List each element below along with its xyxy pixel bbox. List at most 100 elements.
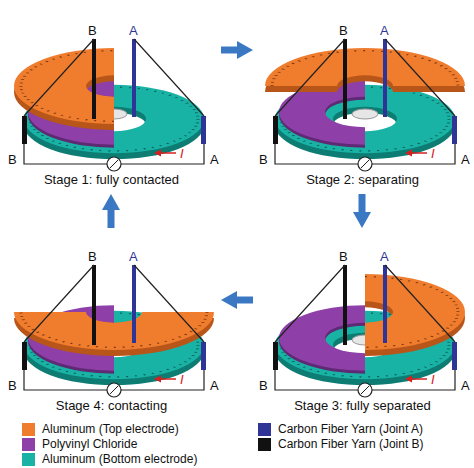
joint-b-yarn (343, 39, 347, 119)
joint-b-yarn (343, 265, 347, 345)
legend-text: Aluminum (Top electrode) (42, 422, 179, 436)
joint-a-yarn (383, 39, 387, 117)
wire (275, 39, 455, 164)
legend-text: Carbon Fiber Yarn (Joint B) (278, 437, 424, 451)
rivet-row (272, 51, 458, 86)
pvc-layer (279, 305, 365, 370)
terminal-label: A (129, 247, 138, 265)
ammeter-needle (110, 386, 118, 394)
brush-b (273, 342, 278, 370)
legend-swatch (258, 438, 271, 451)
ammeter-needle (361, 160, 369, 168)
top-electrode (14, 312, 214, 350)
joint-label: A (210, 152, 219, 167)
stage-panel: Stage 1: fully contacted (4, 4, 219, 192)
terminal-label: B (259, 150, 268, 168)
legend-swatch (22, 453, 35, 466)
current-label: I (431, 372, 435, 387)
ammeter-needle (361, 386, 369, 394)
process-arrow (108, 210, 115, 228)
legend-swatch (22, 423, 35, 436)
terminal-label: B (8, 376, 17, 394)
current-arrow (159, 378, 176, 380)
stage-caption: Stage 2: separating (306, 172, 419, 187)
joint-b-yarn (92, 265, 96, 345)
stage-illustration (14, 265, 214, 397)
current-label: I (180, 372, 184, 387)
current-arrowhead (154, 376, 161, 383)
legend-swatch (22, 438, 35, 451)
current-arrow (159, 152, 176, 154)
joint-label: A (461, 378, 470, 393)
terminal-label: A (380, 21, 389, 39)
terminal-label: A (461, 376, 470, 394)
legend-text: Aluminum (Bottom electrode) (42, 452, 197, 466)
stage-illustration (273, 265, 465, 397)
legend-entry: Carbon Fiber Yarn (Joint A) (258, 422, 423, 436)
joint-label: A (380, 249, 389, 264)
joint-label: A (380, 23, 389, 38)
legend-swatch (258, 423, 271, 436)
process-arrow (359, 194, 366, 212)
joint-label: B (88, 249, 97, 264)
terminal-label: A (461, 150, 470, 168)
stage-caption: Stage 1: fully contacted (44, 172, 179, 187)
terminal-label: I (180, 144, 184, 162)
legend-entry: Aluminum (Bottom electrode) (22, 452, 197, 466)
joint-label: B (259, 378, 268, 393)
terminal-label: B (8, 150, 17, 168)
joint-label: B (8, 152, 17, 167)
joint-a-yarn (132, 39, 136, 117)
hub (352, 109, 378, 119)
top-electrode (265, 48, 465, 86)
current-arrowhead (405, 150, 412, 157)
terminal-label: I (431, 370, 435, 388)
legend-entry: Polyvinyl Chloride (22, 437, 137, 451)
terminal-label: B (259, 376, 268, 394)
terminal-label: B (339, 21, 348, 39)
legend-text: Polyvinyl Chloride (42, 437, 137, 451)
ammeter-symbol (358, 383, 372, 397)
rivet-row (21, 312, 207, 347)
ammeter-symbol (107, 383, 121, 397)
legend-entry: Carbon Fiber Yarn (Joint B) (258, 437, 424, 451)
wire (275, 265, 455, 390)
terminal-label: I (431, 144, 435, 162)
stage-panel: Stage 4: contacting (4, 230, 219, 418)
brush-a (452, 342, 457, 370)
terminal-label: B (88, 247, 97, 265)
joint-label: B (339, 23, 348, 38)
joint-a-yarn (132, 265, 136, 343)
brush-a (452, 116, 457, 144)
current-arrowhead (405, 376, 412, 383)
process-arrow (221, 47, 237, 54)
joint-label: A (129, 23, 138, 38)
terminal-label: B (339, 247, 348, 265)
terminal-label: A (210, 150, 219, 168)
brush-b (22, 342, 27, 370)
joint-label: A (129, 249, 138, 264)
stage-caption: Stage 3: fully separated (294, 398, 431, 413)
stage-panel: Stage 3: fully separated (255, 230, 470, 418)
brush-a (201, 342, 206, 370)
current-label: I (431, 146, 435, 161)
current-arrow (410, 378, 427, 380)
ammeter-symbol (107, 157, 121, 171)
stage-illustration (265, 39, 465, 171)
legend-entry: Aluminum (Top electrode) (22, 422, 179, 436)
top-electrode (365, 274, 465, 350)
joint-label: B (259, 152, 268, 167)
joint-a-yarn (383, 265, 387, 343)
stage-illustration (14, 39, 206, 171)
brush-b (22, 116, 27, 144)
wire (24, 39, 204, 164)
top-electrode (14, 48, 114, 124)
current-arrow (410, 152, 427, 154)
stage-panel: Stage 2: separating (255, 4, 470, 192)
wire (24, 265, 204, 390)
joint-label: A (461, 152, 470, 167)
brush-a (201, 116, 206, 144)
